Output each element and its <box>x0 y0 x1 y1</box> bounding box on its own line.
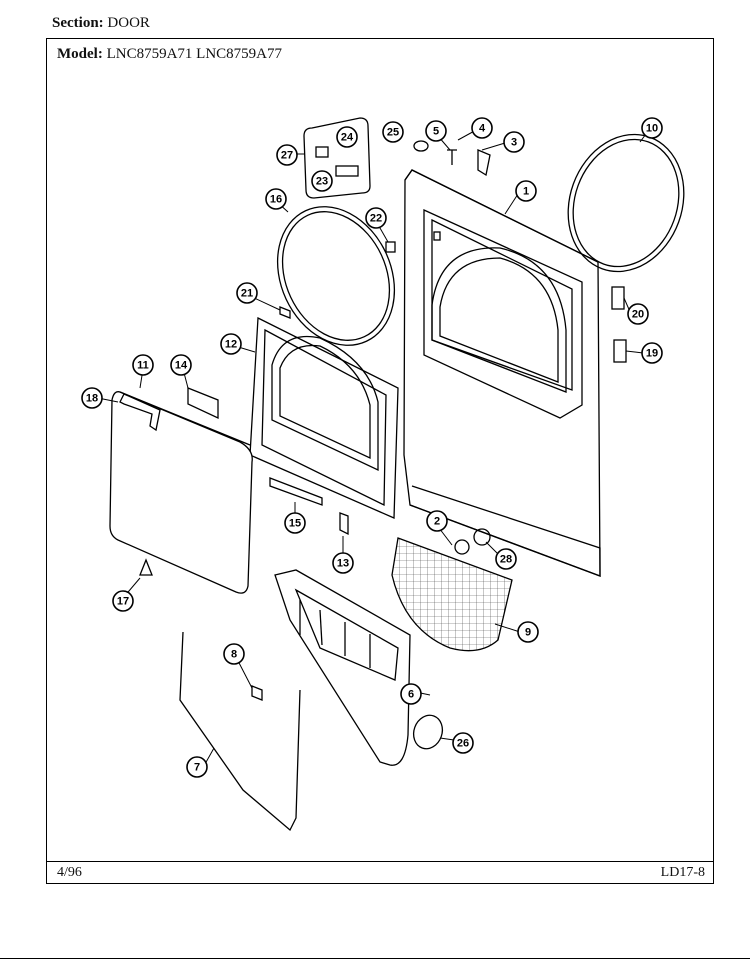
lint-screen-part <box>391 537 513 652</box>
callout-number: 12 <box>225 339 237 351</box>
callout-number: 23 <box>316 176 328 188</box>
cap-part <box>413 140 429 152</box>
callout-18: 18 <box>81 387 103 409</box>
screw-part <box>447 149 457 165</box>
callout-number: 18 <box>86 393 98 405</box>
callout-16: 16 <box>265 188 287 210</box>
callout-7: 7 <box>186 756 208 778</box>
bracket-13-part <box>339 512 349 536</box>
callout-number: 13 <box>337 558 349 570</box>
model-value: LNC8759A71 LNC8759A77 <box>106 46 282 62</box>
callout-number: 19 <box>646 348 658 360</box>
callout-number: 6 <box>408 689 414 701</box>
callout-number: 28 <box>500 554 512 566</box>
callout-number: 11 <box>137 360 149 372</box>
callout-number: 15 <box>289 518 301 530</box>
section-header: Section: DOOR <box>52 15 150 32</box>
callout-11: 11 <box>132 354 154 376</box>
callout-number: 2 <box>434 516 440 528</box>
callout-13: 13 <box>332 552 354 574</box>
callout-number: 3 <box>511 137 517 149</box>
callout-8: 8 <box>223 643 245 665</box>
callout-number: 16 <box>270 194 282 206</box>
callout-number: 22 <box>370 213 382 225</box>
callout-23: 23 <box>311 170 333 192</box>
callout-number: 5 <box>433 126 439 138</box>
callout-9: 9 <box>517 621 539 643</box>
hinge-19-part <box>613 339 627 363</box>
callout-3: 3 <box>503 131 525 153</box>
callout-21: 21 <box>236 282 258 304</box>
callout-number: 4 <box>479 123 486 135</box>
callout-17: 17 <box>112 590 134 612</box>
callout-5: 5 <box>425 120 447 142</box>
callout-10: 10 <box>641 117 663 139</box>
callout-number: 26 <box>457 738 469 750</box>
diagram-frame: Model: LNC8759A71 LNC8759A77 4/96 LD17-8 <box>46 38 714 884</box>
callout-number: 20 <box>632 309 644 321</box>
model-line: Model: LNC8759A71 LNC8759A77 <box>57 46 282 63</box>
callout-1: 1 <box>515 180 537 202</box>
gasket-ring-left-part <box>276 206 396 346</box>
bracket-8-part <box>251 685 263 701</box>
callout-27: 27 <box>276 144 298 166</box>
filter-housing-part <box>274 569 411 766</box>
label-plate-part <box>187 387 219 420</box>
footer-date: 4/96 <box>57 865 82 880</box>
callout-number: 25 <box>387 127 399 139</box>
wire-harness-part <box>179 631 301 832</box>
door-liner-panel-part <box>109 391 253 594</box>
callout-19: 19 <box>641 342 663 364</box>
callout-20: 20 <box>627 303 649 325</box>
footer-divider <box>47 861 713 862</box>
callout-24: 24 <box>336 126 358 148</box>
callout-number: 8 <box>231 649 237 661</box>
door-handle-part <box>119 393 161 432</box>
callout-number: 1 <box>523 186 529 198</box>
hardware-kit-group <box>303 117 371 199</box>
section-label: Section: <box>52 15 104 31</box>
callout-25: 25 <box>382 121 404 143</box>
callout-14: 14 <box>170 354 192 376</box>
hinge-20-part <box>611 286 625 310</box>
bumper-part <box>139 558 153 576</box>
callout-28: 28 <box>495 548 517 570</box>
callout-number: 14 <box>175 360 188 372</box>
trim-strip-part <box>269 477 323 506</box>
callout-22: 22 <box>365 207 387 229</box>
clip-part <box>477 149 491 177</box>
callout-number: 17 <box>117 596 129 608</box>
footer-code: LD17-8 <box>660 865 705 880</box>
latch-part <box>385 241 396 253</box>
o-ring-part <box>412 714 444 750</box>
knob-part <box>454 539 470 555</box>
callout-number: 24 <box>341 132 354 144</box>
callout-4: 4 <box>471 117 493 139</box>
washer-part <box>473 528 491 546</box>
callout-number: 21 <box>241 288 253 300</box>
callout-2: 2 <box>426 510 448 532</box>
tab-part <box>279 306 291 319</box>
callout-number: 9 <box>525 627 531 639</box>
callout-number: 27 <box>281 150 293 162</box>
callout-12: 12 <box>220 333 242 355</box>
callout-number: 10 <box>646 123 658 135</box>
model-label: Model: <box>57 46 103 62</box>
page-bottom-rule <box>0 958 750 959</box>
callout-number: 7 <box>194 762 200 774</box>
inner-door-frame-part <box>249 316 399 519</box>
callout-6: 6 <box>400 683 422 705</box>
callout-26: 26 <box>452 732 474 754</box>
section-value: DOOR <box>107 15 150 31</box>
callout-15: 15 <box>284 512 306 534</box>
